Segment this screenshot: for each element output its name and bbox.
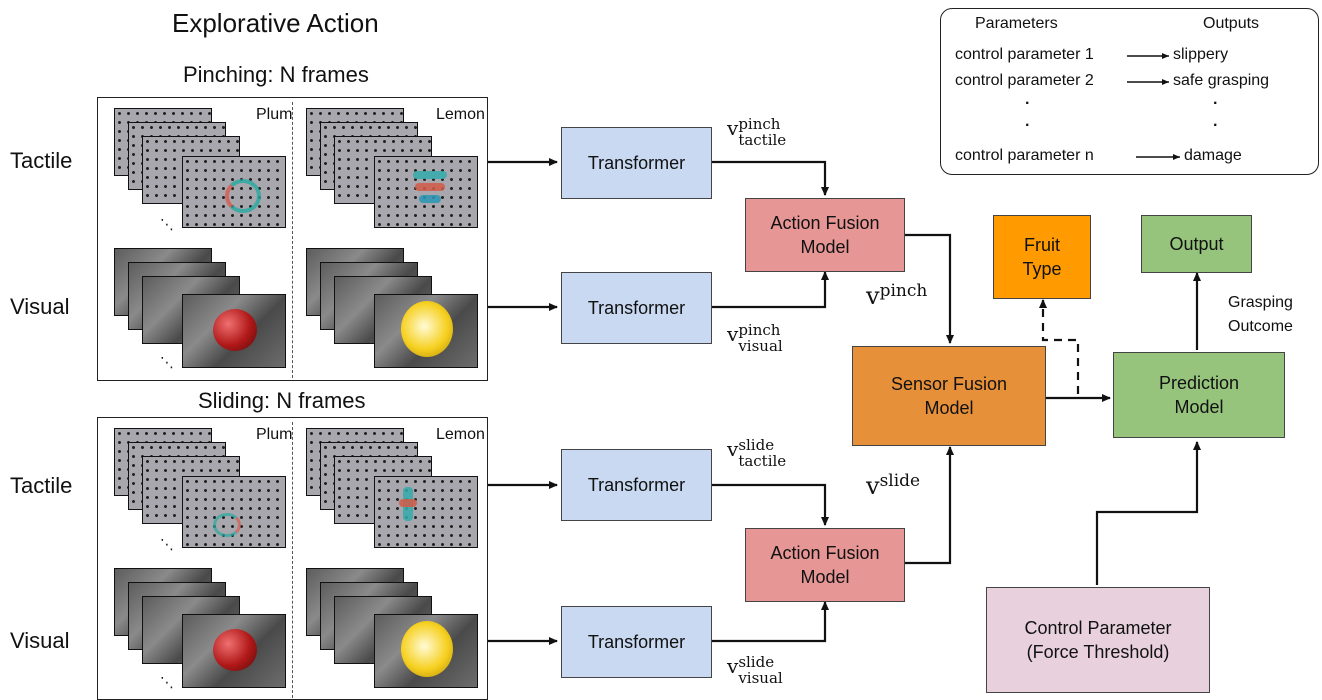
- contact-blob: [415, 183, 445, 191]
- legend-param-2: control parameter 2: [955, 72, 1094, 89]
- transformer-visual-slide: Transformer: [561, 606, 712, 678]
- tactile-frame-plum-slide: [182, 476, 286, 548]
- legend-output-2: safe grasping: [1173, 72, 1270, 89]
- math-v: v: [727, 654, 739, 678]
- sliding-frames-panel: Plum Lemon ⋱ ⋱: [97, 417, 488, 700]
- output-box: Output: [1141, 215, 1252, 273]
- plum-image: [213, 629, 257, 671]
- contact-blob: [225, 179, 261, 213]
- math-v: v: [727, 322, 739, 346]
- control-parameter-box: Control Parameter (Force Threshold): [986, 587, 1210, 693]
- visual-frame-plum-pinch: [182, 294, 286, 368]
- sensor-fusion-model: Sensor Fusion Model: [852, 346, 1046, 446]
- legend-vdots: ·: [1025, 95, 1031, 112]
- legend-output-1: slippery: [1173, 46, 1229, 63]
- legend-vdots: ·: [1213, 95, 1219, 112]
- plum-label: Plum: [256, 106, 293, 123]
- math-v: v: [727, 437, 739, 461]
- fruit-type-box: Fruit Type: [993, 215, 1091, 299]
- legend-outputs-header: Outputs: [1203, 15, 1260, 32]
- contact-blob: [419, 195, 441, 203]
- pinching-heading: Pinching: N frames: [183, 62, 369, 87]
- transformer-tactile-pinch: Transformer: [561, 127, 712, 199]
- lemon-label: Lemon: [436, 106, 485, 123]
- math-sup: pinch: [879, 281, 928, 301]
- lemon-image: [401, 621, 453, 677]
- panel-divider: [292, 422, 293, 698]
- legend-output-n: damage: [1184, 147, 1242, 164]
- lemon-label: Lemon: [436, 426, 485, 443]
- panel-divider: [292, 102, 293, 378]
- math-sup: slide: [879, 471, 921, 491]
- legend-vdots: ·: [1213, 117, 1219, 134]
- action-fusion-model-pinch: Action Fusion Model: [745, 198, 905, 272]
- legend-param-n: control parameter n: [955, 147, 1094, 164]
- legend-param-1: control parameter 1: [955, 46, 1094, 63]
- math-sup: pinch: [738, 321, 781, 339]
- legend-parameters-header: Parameters: [975, 15, 1058, 32]
- row-label-visual-slide: Visual: [10, 628, 70, 653]
- math-v: v: [866, 472, 880, 500]
- contact-blob: [413, 171, 447, 179]
- math-sub: visual: [738, 337, 783, 355]
- transformer-tactile-slide: Transformer: [561, 449, 712, 521]
- ellipsis-icon: ⋱: [160, 216, 174, 232]
- visual-frame-lemon-pinch: [374, 294, 478, 368]
- row-label-visual-pinch: Visual: [10, 294, 70, 319]
- tactile-frame-lemon-pinch: [374, 156, 478, 228]
- action-fusion-model-slide: Action Fusion Model: [745, 528, 905, 602]
- pinching-frames-panel: Plum Lemon ⋱ ⋱: [97, 97, 488, 381]
- contact-blob: [399, 499, 417, 507]
- math-v: v: [727, 116, 739, 140]
- math-sup: pinch: [738, 115, 781, 133]
- legend-arrows: [1127, 53, 1180, 160]
- contact-blob: [213, 513, 241, 537]
- prediction-model: Prediction Model: [1113, 352, 1285, 438]
- lemon-image: [401, 301, 453, 357]
- math-v: v: [866, 282, 880, 310]
- tactile-frame-plum-pinch: [182, 156, 286, 228]
- visual-frame-plum-slide: [182, 614, 286, 688]
- tactile-frame-lemon-slide: [374, 476, 478, 548]
- row-label-tactile-slide: Tactile: [10, 473, 73, 498]
- math-sub: tactile: [738, 131, 787, 149]
- sliding-heading: Sliding: N frames: [198, 388, 366, 413]
- row-label-tactile-pinch: Tactile: [10, 148, 73, 173]
- plum-label: Plum: [256, 426, 293, 443]
- math-sup: slide: [738, 653, 775, 671]
- diagram-title: Explorative Action: [172, 8, 379, 38]
- transformer-visual-pinch: Transformer: [561, 272, 712, 344]
- math-sub: visual: [738, 669, 783, 687]
- ellipsis-icon: ⋱: [160, 354, 174, 370]
- visual-frame-lemon-slide: [374, 614, 478, 688]
- plum-image: [213, 309, 257, 351]
- ellipsis-icon: ⋱: [160, 674, 174, 690]
- parameter-output-legend: Parameters Outputs control parameter 1 s…: [940, 8, 1319, 175]
- math-sup: slide: [738, 436, 775, 454]
- v-pinch-label: vpinch: [866, 281, 928, 310]
- math-sub: tactile: [738, 452, 787, 470]
- ellipsis-icon: ⋱: [160, 536, 174, 552]
- grasping-outcome-label: Grasping Outcome: [1228, 294, 1293, 335]
- v-slide-label: vslide: [866, 471, 921, 500]
- legend-vdots: ·: [1025, 117, 1031, 134]
